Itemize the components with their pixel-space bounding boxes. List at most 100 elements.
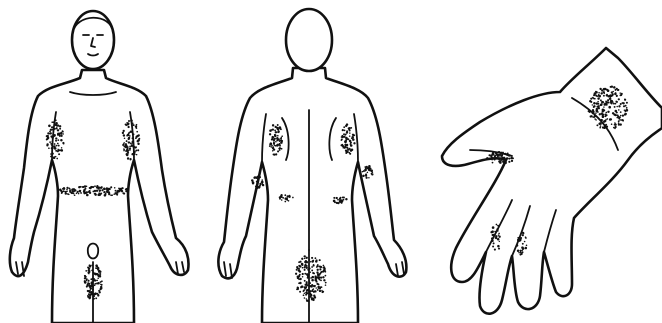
rash-dot bbox=[498, 151, 501, 154]
rash-dot bbox=[56, 145, 58, 147]
rash-dot bbox=[624, 113, 626, 115]
rash-dot bbox=[612, 112, 614, 114]
rash-dot bbox=[325, 275, 327, 277]
rash-dot bbox=[593, 105, 595, 107]
rash-dot bbox=[133, 124, 135, 126]
rash-dot bbox=[626, 107, 628, 109]
rash-dot bbox=[84, 275, 86, 277]
rash-dot bbox=[620, 95, 622, 97]
rash-dot bbox=[597, 101, 599, 103]
rash-dot bbox=[334, 201, 336, 203]
rash-dot bbox=[494, 231, 496, 233]
rash-dot bbox=[525, 237, 527, 239]
rash-dot bbox=[343, 133, 345, 135]
rash-dot bbox=[88, 268, 90, 270]
rash-dot bbox=[346, 144, 348, 146]
rash-dot bbox=[302, 267, 304, 269]
rash-dot bbox=[311, 279, 314, 282]
rash-dot bbox=[492, 245, 494, 247]
rash-dot bbox=[95, 194, 97, 196]
rash-dot bbox=[120, 188, 122, 190]
rash-dot bbox=[280, 194, 282, 196]
rash-dot bbox=[46, 143, 48, 145]
rash-dot bbox=[339, 198, 341, 200]
rash-dot bbox=[277, 135, 279, 137]
rash-dot bbox=[497, 245, 500, 248]
rash-dot bbox=[65, 192, 67, 194]
rash-dot bbox=[494, 249, 496, 251]
rash-dot bbox=[136, 136, 138, 138]
rash-dot bbox=[320, 271, 322, 273]
rash-dot bbox=[86, 194, 89, 197]
rash-dot bbox=[349, 132, 350, 133]
rash-dot bbox=[316, 265, 318, 267]
rash-dot bbox=[319, 268, 321, 270]
rash-dot bbox=[295, 273, 297, 275]
rash-dot bbox=[316, 271, 318, 273]
rash-dot bbox=[494, 159, 496, 161]
rash-dot bbox=[620, 111, 622, 113]
rash-dot bbox=[306, 257, 308, 259]
rash-dot bbox=[353, 142, 355, 144]
rash-dot bbox=[132, 145, 135, 148]
rash-dot bbox=[626, 102, 628, 104]
rash-dot bbox=[287, 195, 288, 196]
rash-dot bbox=[618, 105, 620, 107]
rash-dot bbox=[493, 242, 495, 244]
rash-dot bbox=[56, 158, 58, 160]
rash-dot bbox=[94, 283, 96, 285]
rash-dot bbox=[58, 145, 60, 147]
rash-dot bbox=[94, 279, 96, 281]
rash-dot bbox=[590, 98, 592, 100]
rash-dot bbox=[606, 126, 608, 128]
rash-dot bbox=[100, 193, 102, 195]
rash-dot bbox=[138, 143, 140, 145]
rash-dot bbox=[51, 126, 53, 128]
rash-dot bbox=[123, 150, 124, 151]
rash-dot bbox=[620, 115, 622, 117]
rash-dot bbox=[91, 270, 93, 272]
rash-dot bbox=[617, 114, 619, 116]
rash-dot bbox=[51, 145, 52, 146]
rash-dot bbox=[302, 264, 304, 266]
rash-dot bbox=[303, 290, 305, 292]
rash-dot bbox=[606, 102, 608, 104]
rash-dot bbox=[272, 124, 274, 126]
rash-dot bbox=[614, 122, 616, 124]
rash-dot bbox=[92, 186, 94, 188]
rash-dot bbox=[349, 148, 351, 150]
rash-dot bbox=[100, 284, 101, 285]
rash-dot bbox=[280, 128, 282, 130]
rash-dot bbox=[596, 124, 598, 126]
rash-dot bbox=[606, 89, 608, 91]
rash-dot bbox=[88, 285, 90, 287]
rash-dot bbox=[255, 176, 257, 178]
rash-dot bbox=[130, 119, 133, 122]
rash-dot bbox=[323, 291, 325, 293]
rash-dot bbox=[365, 177, 367, 179]
rash-dot bbox=[501, 159, 502, 160]
rash-dot bbox=[94, 273, 96, 275]
rash-dot bbox=[522, 243, 524, 245]
rash-dot bbox=[123, 193, 125, 195]
rash-dot bbox=[284, 194, 286, 196]
rash-dot bbox=[55, 119, 57, 121]
rash-dot bbox=[130, 130, 133, 133]
rash-dot bbox=[522, 232, 524, 234]
rash-dot bbox=[508, 158, 510, 160]
rash-dot bbox=[348, 152, 350, 154]
rash-dot bbox=[86, 185, 88, 187]
rash-dot bbox=[299, 291, 301, 293]
rash-dot bbox=[601, 89, 603, 91]
rash-dot bbox=[597, 97, 599, 99]
rash-dot bbox=[498, 248, 500, 250]
rash-dot bbox=[289, 195, 291, 197]
rash-dot bbox=[105, 193, 107, 195]
rash-dot bbox=[520, 237, 522, 239]
rash-dot bbox=[600, 125, 602, 127]
rash-dot bbox=[615, 114, 617, 116]
rash-dot bbox=[304, 267, 306, 269]
rash-dot bbox=[286, 197, 288, 199]
rash-dot bbox=[94, 185, 96, 187]
